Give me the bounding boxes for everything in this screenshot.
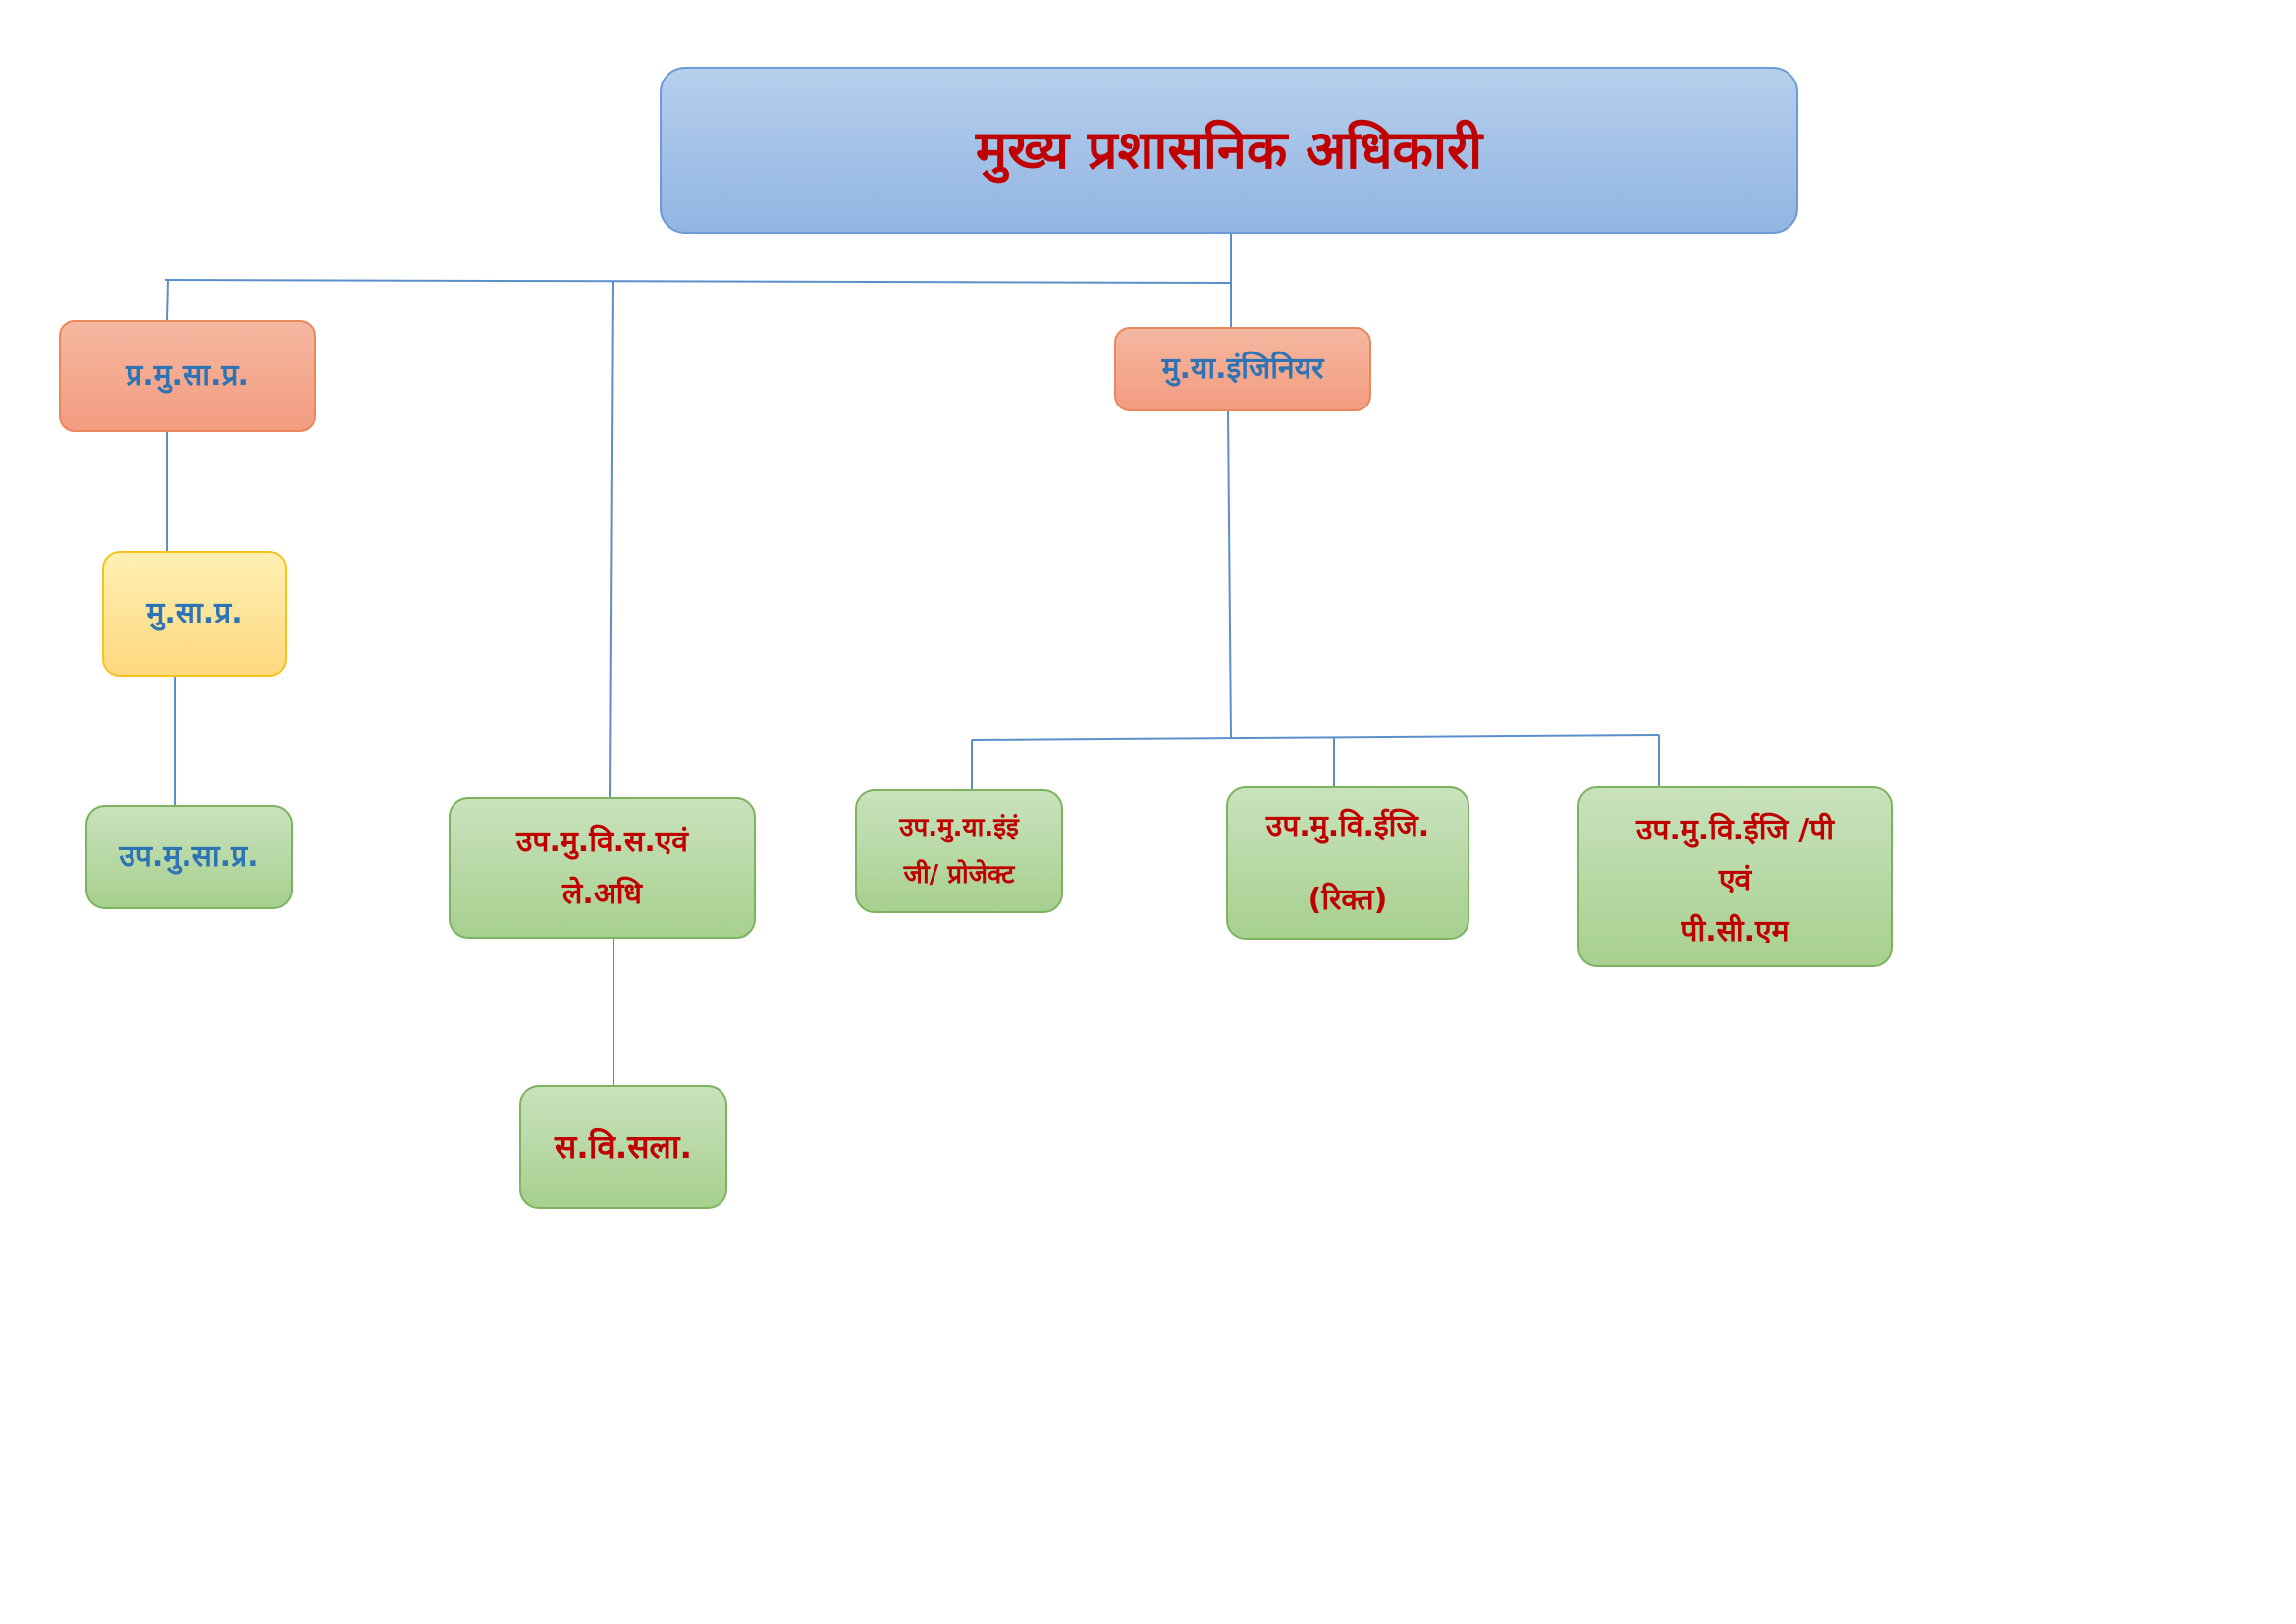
node-upmye-line2: जी/ प्रोजेक्ट [903,860,1015,890]
connector-top-bar [164,279,1232,284]
node-upmvp: उप.मु.वि.ईजि /पी एवं पी.सी.एम [1577,786,1893,967]
node-pmsp: प्र.मु.सा.प्र. [59,320,316,432]
connector-lower-bar [971,734,1660,741]
connector-to-upmvs [609,280,614,798]
node-msp: मु.सा.प्र. [102,551,287,677]
node-mye-label: मु.या.इंजिनियर [1161,352,1324,387]
node-upmvs-line1: उप.मु.वि.स.एवं [515,824,688,859]
connector-to-pmsp [166,279,169,321]
node-upmvp-line2: एवं [1718,863,1752,897]
node-pmsp-label: प्र.मु.सा.प्र. [126,358,249,394]
node-upmye-line1: उप.मु.या.इंइं [899,812,1019,842]
root-node-title: मुख्य प्रशासनिक अधिकारी [975,119,1483,182]
node-svs-label: स.वि.सला. [554,1127,693,1166]
node-chief-track-engineer: मु.या.इंजिनियर [1114,327,1371,411]
node-upmve: उप.मु.वि.ईजि. (रिक्त) [1226,786,1469,940]
node-upmye: उप.मु.या.इंइं जी/ प्रोजेक्ट [855,789,1063,913]
node-upmvp-line3: पी.सी.एम [1681,913,1789,943]
node-upmvp-line1: उप.मु.वि.ईजि /पी [1635,812,1835,847]
node-upmve-line2: (रिक्त) [1308,883,1388,917]
node-upmve-line1: उप.मु.वि.ईजि. [1265,808,1430,843]
node-svs: स.वि.सला. [519,1085,727,1209]
node-upmvs: उप.मु.वि.स.एवं ले.अधि [449,797,756,939]
connector-mye-down [1227,410,1232,739]
node-upmvs-line2: ले.अधि [562,877,642,911]
root-node-chief-admin-officer: मुख्य प्रशासनिक अधिकारी [660,67,1798,234]
node-msp-label: मु.सा.प्र. [146,596,242,631]
node-upmsp-label: उप.मु.सा.प्र. [119,839,259,875]
node-upmsp: उप.मु.सा.प्र. [85,805,293,909]
